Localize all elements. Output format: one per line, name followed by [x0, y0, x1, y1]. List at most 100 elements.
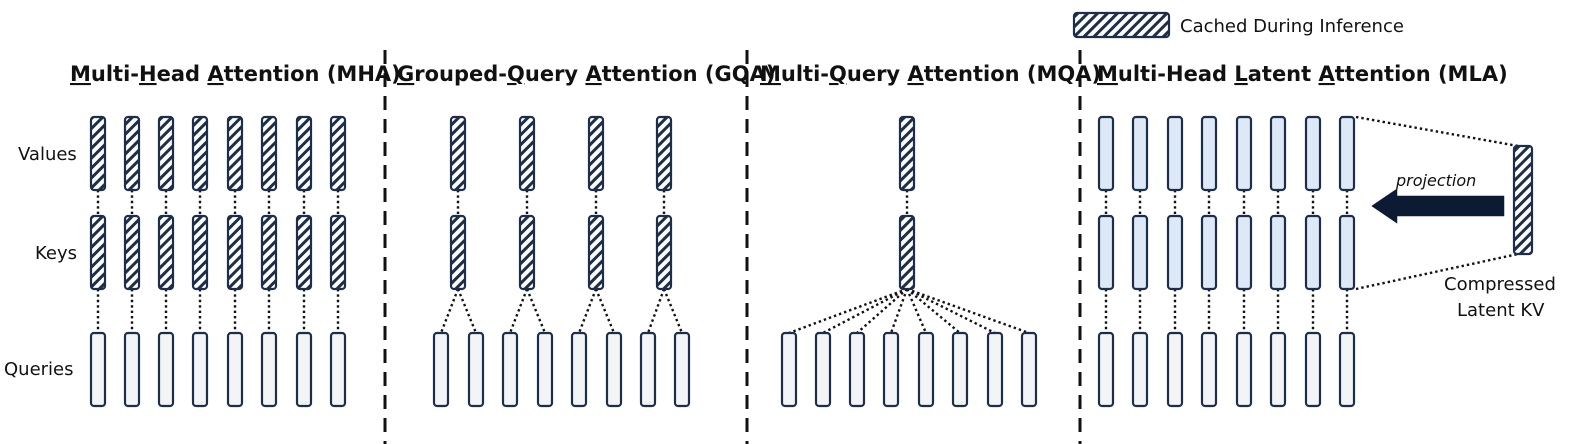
title-gqa: Grouped-Query Attention (GQA)	[397, 62, 775, 86]
mha-query-head	[226, 331, 244, 408]
connectors	[96, 190, 1349, 335]
projection-arrow	[1368, 185, 1506, 227]
mla-key-head	[1200, 214, 1218, 291]
mha-value-head	[260, 115, 278, 192]
mqa-query-head	[882, 331, 900, 408]
mla-query-head	[1097, 331, 1115, 408]
mla-key-head	[1304, 214, 1322, 291]
mla-key-head	[1235, 214, 1253, 291]
latent-label-line1: Compressed	[1444, 274, 1556, 295]
latent-connector-bottom	[1355, 252, 1519, 291]
gqa-key-head	[449, 214, 467, 291]
mla-key-head	[1131, 214, 1149, 291]
mla-query-head	[1235, 331, 1253, 408]
legend-label: Cached During Inference	[1180, 16, 1404, 37]
mqa-kq-connector	[788, 287, 908, 335]
title-mla: Multi-Head Latent Attention (MLA)	[1097, 62, 1508, 86]
mha-value-head	[157, 115, 175, 192]
mha-key-head	[89, 214, 107, 291]
gqa-query-head	[673, 331, 691, 408]
gqa-value-head	[518, 115, 536, 192]
mqa-query-head	[917, 331, 935, 408]
projection-label: projection	[1395, 171, 1476, 190]
row-label-queries: Queries	[4, 359, 74, 380]
compressed-latent-kv-bar	[1512, 144, 1534, 256]
mqa-query-head	[814, 331, 832, 408]
mha-key-head	[295, 214, 313, 291]
gqa-query-head	[501, 331, 519, 408]
gqa-query-head	[605, 331, 623, 408]
mqa-kq-connector	[906, 287, 1030, 335]
head-bars	[89, 115, 1356, 408]
row-label-values: Values	[18, 144, 77, 165]
mqa-query-head	[986, 331, 1004, 408]
mla-value-head	[1269, 115, 1287, 192]
title-mha: Multi-Head Attention (MHA)	[70, 62, 401, 86]
mqa-kq-connector	[906, 287, 996, 335]
mla-latent-group: projection Compressed Latent KV	[1355, 115, 1556, 321]
mha-query-head	[89, 331, 107, 408]
mla-query-head	[1166, 331, 1184, 408]
mla-value-head	[1235, 115, 1253, 192]
mha-value-head	[89, 115, 107, 192]
mla-value-head	[1166, 115, 1184, 192]
mqa-query-head	[951, 331, 969, 408]
row-label-keys: Keys	[35, 243, 77, 264]
title-mqa: Multi-Query Attention (MQA)	[760, 62, 1101, 86]
mha-query-head	[329, 331, 347, 408]
mha-value-head	[226, 115, 244, 192]
mla-key-head	[1166, 214, 1184, 291]
gqa-query-head	[570, 331, 588, 408]
mla-value-head	[1200, 115, 1218, 192]
mla-value-head	[1097, 115, 1115, 192]
mha-key-head	[157, 214, 175, 291]
mha-key-head	[329, 214, 347, 291]
gqa-kq-connector	[577, 288, 598, 334]
mha-query-head	[157, 331, 175, 408]
mha-value-head	[295, 115, 313, 192]
legend-cached-swatch	[1072, 11, 1171, 39]
mla-query-head	[1338, 331, 1356, 408]
gqa-key-head	[655, 214, 673, 291]
mla-query-head	[1269, 331, 1287, 408]
gqa-value-head	[655, 115, 673, 192]
gqa-key-head	[587, 214, 605, 291]
gqa-query-head	[536, 331, 554, 408]
latent-connector-top	[1355, 115, 1519, 148]
mqa-query-head	[780, 331, 798, 408]
mqa-kq-connector	[906, 288, 961, 334]
gqa-key-head	[518, 214, 536, 291]
mha-key-head	[260, 214, 278, 291]
gqa-kq-connector	[662, 288, 684, 334]
gqa-value-head	[587, 115, 605, 192]
mla-key-head	[1338, 214, 1356, 291]
mqa-query-head	[1020, 331, 1038, 408]
mha-query-head	[191, 331, 209, 408]
mqa-key-head	[898, 214, 916, 291]
mla-query-head	[1131, 331, 1149, 408]
mla-query-head	[1200, 331, 1218, 408]
gqa-kq-connector	[439, 288, 460, 334]
gqa-kq-connector	[594, 288, 616, 334]
mla-value-head	[1131, 115, 1149, 192]
mha-key-head	[191, 214, 209, 291]
mqa-kq-connector	[856, 288, 908, 334]
mha-query-head	[295, 331, 313, 408]
mha-value-head	[329, 115, 347, 192]
mqa-value-head	[898, 115, 916, 192]
gqa-kq-connector	[646, 288, 666, 334]
latent-label-line2: Latent KV	[1457, 300, 1545, 321]
mla-value-head	[1304, 115, 1322, 192]
mha-key-head	[226, 214, 244, 291]
mha-query-head	[123, 331, 141, 408]
mla-value-head	[1338, 115, 1356, 192]
gqa-query-head	[467, 331, 485, 408]
mqa-kq-connector	[905, 288, 928, 334]
mla-key-head	[1269, 214, 1287, 291]
gqa-query-head	[639, 331, 657, 408]
mha-key-head	[123, 214, 141, 291]
gqa-query-head	[432, 331, 450, 408]
gqa-kq-connector	[525, 288, 547, 334]
gqa-kq-connector	[508, 288, 529, 334]
legend: Cached During Inference	[1072, 11, 1404, 39]
